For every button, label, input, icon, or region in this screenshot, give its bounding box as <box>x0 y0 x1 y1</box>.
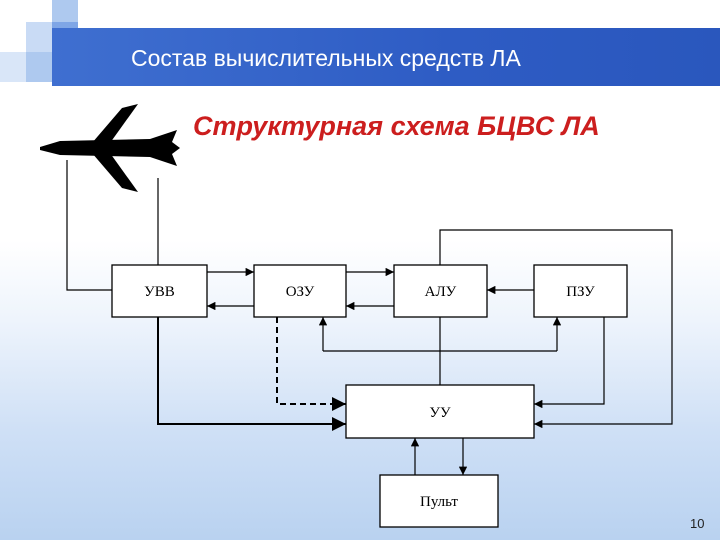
title-bar <box>52 28 720 86</box>
line-uvv-to-uu <box>157 317 346 431</box>
block-uvv: УВВ <box>111 264 208 318</box>
airplane-icon <box>40 104 180 192</box>
page-number: 10 <box>690 516 705 531</box>
block-ozu-label: ОЗУ <box>286 284 315 300</box>
block-pult: Пульт <box>379 474 499 528</box>
line-aircraft-to-uvv <box>66 160 112 291</box>
block-uu: УУ <box>345 384 535 439</box>
decor-square <box>52 0 78 22</box>
block-pult-label: Пульт <box>420 494 458 510</box>
slide-subtitle: Структурная схема БЦВС ЛА <box>193 111 600 141</box>
decor-square <box>26 22 52 52</box>
block-uvv-label: УВВ <box>144 284 175 300</box>
line-alu-loop-to-uu <box>439 229 673 429</box>
dashed-ozu-to-uu <box>276 317 346 411</box>
block-ozu: ОЗУ <box>253 264 347 318</box>
block-pzu: ПЗУ <box>533 264 628 318</box>
block-alu-label: АЛУ <box>425 284 457 300</box>
block-pzu-label: ПЗУ <box>566 284 595 300</box>
block-uu-label: УУ <box>429 405 451 421</box>
block-alu: АЛУ <box>393 264 488 318</box>
slide-title: Состав вычислительных средств ЛА <box>131 45 521 71</box>
line-pzu-to-uu <box>534 317 605 409</box>
decor-square <box>0 52 26 82</box>
decor-square <box>26 52 52 82</box>
